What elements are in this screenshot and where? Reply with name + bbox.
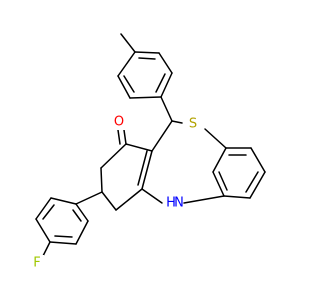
tolyl-ring [117,51,173,99]
sulfur-atom: S [186,116,200,132]
molecule-canvas: O S N H F [30,33,266,271]
nitrogen-label: N [174,196,184,211]
oxygen-label: O [114,115,124,130]
structure-diagram: O S N H F [30,33,266,271]
thiazepine-ring [137,120,227,204]
fluorine-label: F [33,256,40,271]
atom-labels: O S N H F [30,114,200,271]
bond-methyl [120,33,136,53]
nitrogen-hydrogen-label: H [166,196,176,211]
cyclohexenone-ring [100,143,153,211]
fluorine-atom: F [30,255,44,271]
oxygen-atom: O [112,114,126,130]
fluorophenyl-ring [35,197,89,245]
bond-fluorophenyl [75,191,103,205]
bonds [35,33,266,263]
bond-tolyl-ch [160,96,173,122]
benzo-ring [212,147,266,199]
nitrogen-atom: N H [163,194,184,216]
bond-carbonyl-1 [123,129,127,145]
sulfur-label: S [189,117,197,132]
bond-carbonyl-2 [117,129,121,145]
